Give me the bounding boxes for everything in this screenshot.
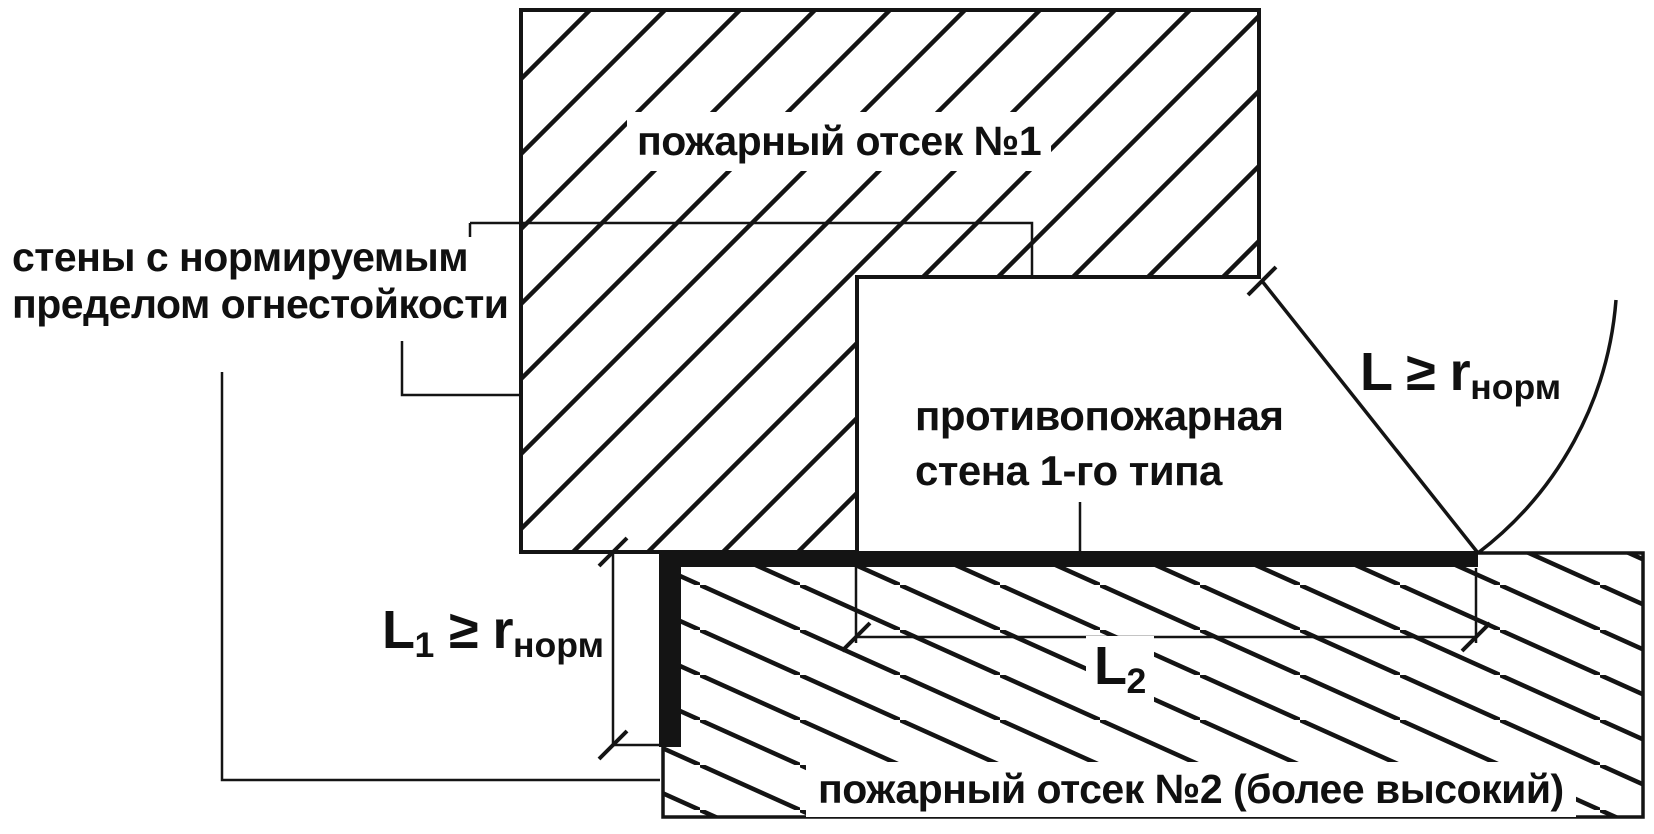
tick-l1-top bbox=[597, 536, 629, 568]
compartment1-label-text: пожарный отсек №1 bbox=[637, 118, 1042, 164]
radius-arc-rnorm bbox=[1476, 299, 1618, 555]
walls-leader-top bbox=[468, 221, 1034, 276]
tick-l1-bottom bbox=[597, 729, 629, 761]
dimension-line-l2 bbox=[854, 555, 1478, 643]
walls-label-line1: стены с нормируемым bbox=[12, 234, 469, 280]
formula-l-main: L bbox=[1360, 342, 1392, 402]
compartment2-label-text: пожарный отсек №2 (более высокий) bbox=[818, 766, 1564, 812]
walls-label-line2: пределом огнестойкости bbox=[12, 281, 509, 327]
distance-line-l bbox=[1260, 279, 1480, 555]
compartment2-label: пожарный отсек №2 (более высокий) bbox=[806, 762, 1576, 817]
formula-l-mid: ≥ r bbox=[1391, 342, 1471, 402]
compartment1-label: пожарный отсек №1 bbox=[627, 112, 1052, 171]
formula-l1-mid: ≥ r bbox=[434, 600, 514, 660]
formula-l-sub2: норм bbox=[1470, 366, 1562, 407]
firewall-horizontal-segment bbox=[661, 551, 1478, 567]
firewall-label: противопожарная стена 1-го типа bbox=[905, 384, 1294, 502]
dimension-line-l1 bbox=[611, 552, 661, 747]
firewall-label-line2: стена 1-го типа bbox=[915, 447, 1222, 494]
tick-l2-left bbox=[840, 621, 872, 653]
formula-l2: L2 bbox=[1086, 636, 1155, 702]
walls-leader-middle bbox=[400, 341, 520, 397]
tick-l-corner bbox=[1246, 265, 1278, 297]
formula-l2-main: L bbox=[1094, 636, 1127, 696]
walls-leader-bottom bbox=[220, 372, 660, 782]
firewall-label-line1: противопожарная bbox=[915, 392, 1284, 439]
formula-l1-main: L bbox=[382, 600, 415, 660]
formula-l1: L1 ≥ rнорм bbox=[382, 600, 604, 665]
formula-l1-sub2: норм bbox=[513, 624, 604, 665]
formula-l2-sub1: 2 bbox=[1126, 660, 1147, 701]
firewall-vertical-segment bbox=[659, 551, 681, 747]
formula-l: L ≥ rнорм bbox=[1360, 342, 1562, 407]
dimension-ticks bbox=[597, 265, 1492, 761]
walls-label: стены с нормируемым пределом огнестойкос… bbox=[4, 228, 516, 334]
tick-l2-right bbox=[1460, 621, 1492, 653]
formula-l1-sub1: 1 bbox=[414, 624, 435, 665]
